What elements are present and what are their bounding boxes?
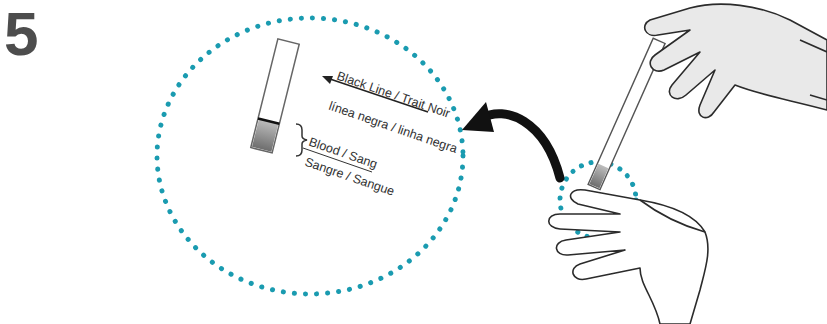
open-hand [549, 190, 708, 324]
curved-arrow-head [462, 102, 494, 132]
arrow-head [322, 76, 333, 84]
tube-zoom [251, 39, 299, 153]
zoom-circle [157, 18, 463, 294]
bracket [296, 124, 307, 156]
zoom-view: Black Line / Trait Noirlínea negra / lin… [157, 18, 463, 294]
step-number: 5 [4, 2, 38, 66]
gloved-hand [645, 4, 827, 117]
curved-arrow [482, 114, 560, 178]
